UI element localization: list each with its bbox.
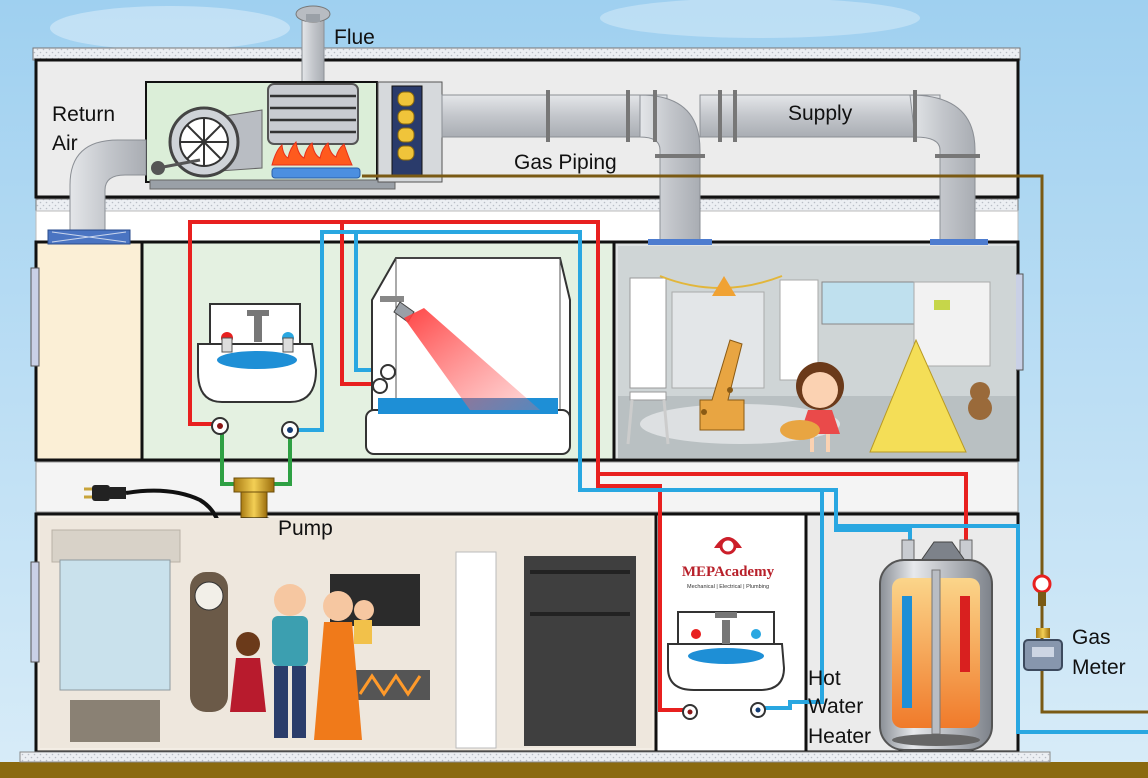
- hot-water-heater-label-line3: Heater: [808, 725, 872, 748]
- ground: [0, 762, 1148, 778]
- tub-valve-icon: [372, 364, 396, 394]
- pump-label: Pump: [278, 517, 333, 540]
- lower-hot-valve-icon: [682, 704, 698, 720]
- hot-water-heater-label-line2: Water: [808, 695, 864, 718]
- return-air-label-line1: Return: [52, 103, 116, 126]
- middle-floor-slab: [35, 461, 1019, 513]
- flue-label: Flue: [334, 26, 375, 49]
- power-plug-icon: [84, 485, 126, 501]
- base-slab: [19, 751, 1051, 763]
- hot-water-heater-label-line1: Hot: [808, 667, 841, 690]
- sink-upper: [197, 303, 318, 403]
- attic-floor-slab: [35, 198, 1019, 212]
- supply-label: Supply: [788, 102, 853, 125]
- mepacademy-logo: MEPAcademy Mechanical | Electrical | Plu…: [682, 537, 775, 590]
- lower-cold-valve-icon: [750, 702, 766, 718]
- sink-lower: [667, 611, 786, 691]
- living-room-illustration: [40, 518, 652, 749]
- burner-flame-icon: [271, 140, 361, 179]
- water-heater-icon: [879, 539, 993, 751]
- upper-left-closet: [34, 240, 144, 462]
- gas-valve-icon: [1032, 574, 1052, 606]
- shower-head-icon: [380, 296, 540, 410]
- logo-name: MEPAcademy: [682, 564, 775, 580]
- supply-duct: [441, 90, 988, 245]
- return-air-label-line2: Air: [52, 132, 78, 155]
- return-duct: [47, 139, 147, 245]
- gas-meter-label-line2: Meter: [1072, 656, 1126, 679]
- roof-slab: [32, 47, 1021, 61]
- gas-piping: [362, 174, 1148, 714]
- gas-meter-label-line1: Gas: [1072, 626, 1111, 649]
- bathtub: [365, 257, 571, 455]
- hot-valve-icon: [211, 417, 229, 435]
- gas-meter-icon: [1023, 628, 1063, 671]
- bedroom-illustration: [618, 246, 1016, 458]
- logo-tagline: Mechanical | Electrical | Plumbing: [687, 584, 769, 590]
- furnace-blower-icon: [151, 106, 263, 178]
- flue-pipe: [301, 19, 325, 83]
- hot-water-piping: [188, 220, 968, 712]
- gas-piping-label: Gas Piping: [514, 151, 617, 174]
- cold-valve-icon: [281, 421, 299, 439]
